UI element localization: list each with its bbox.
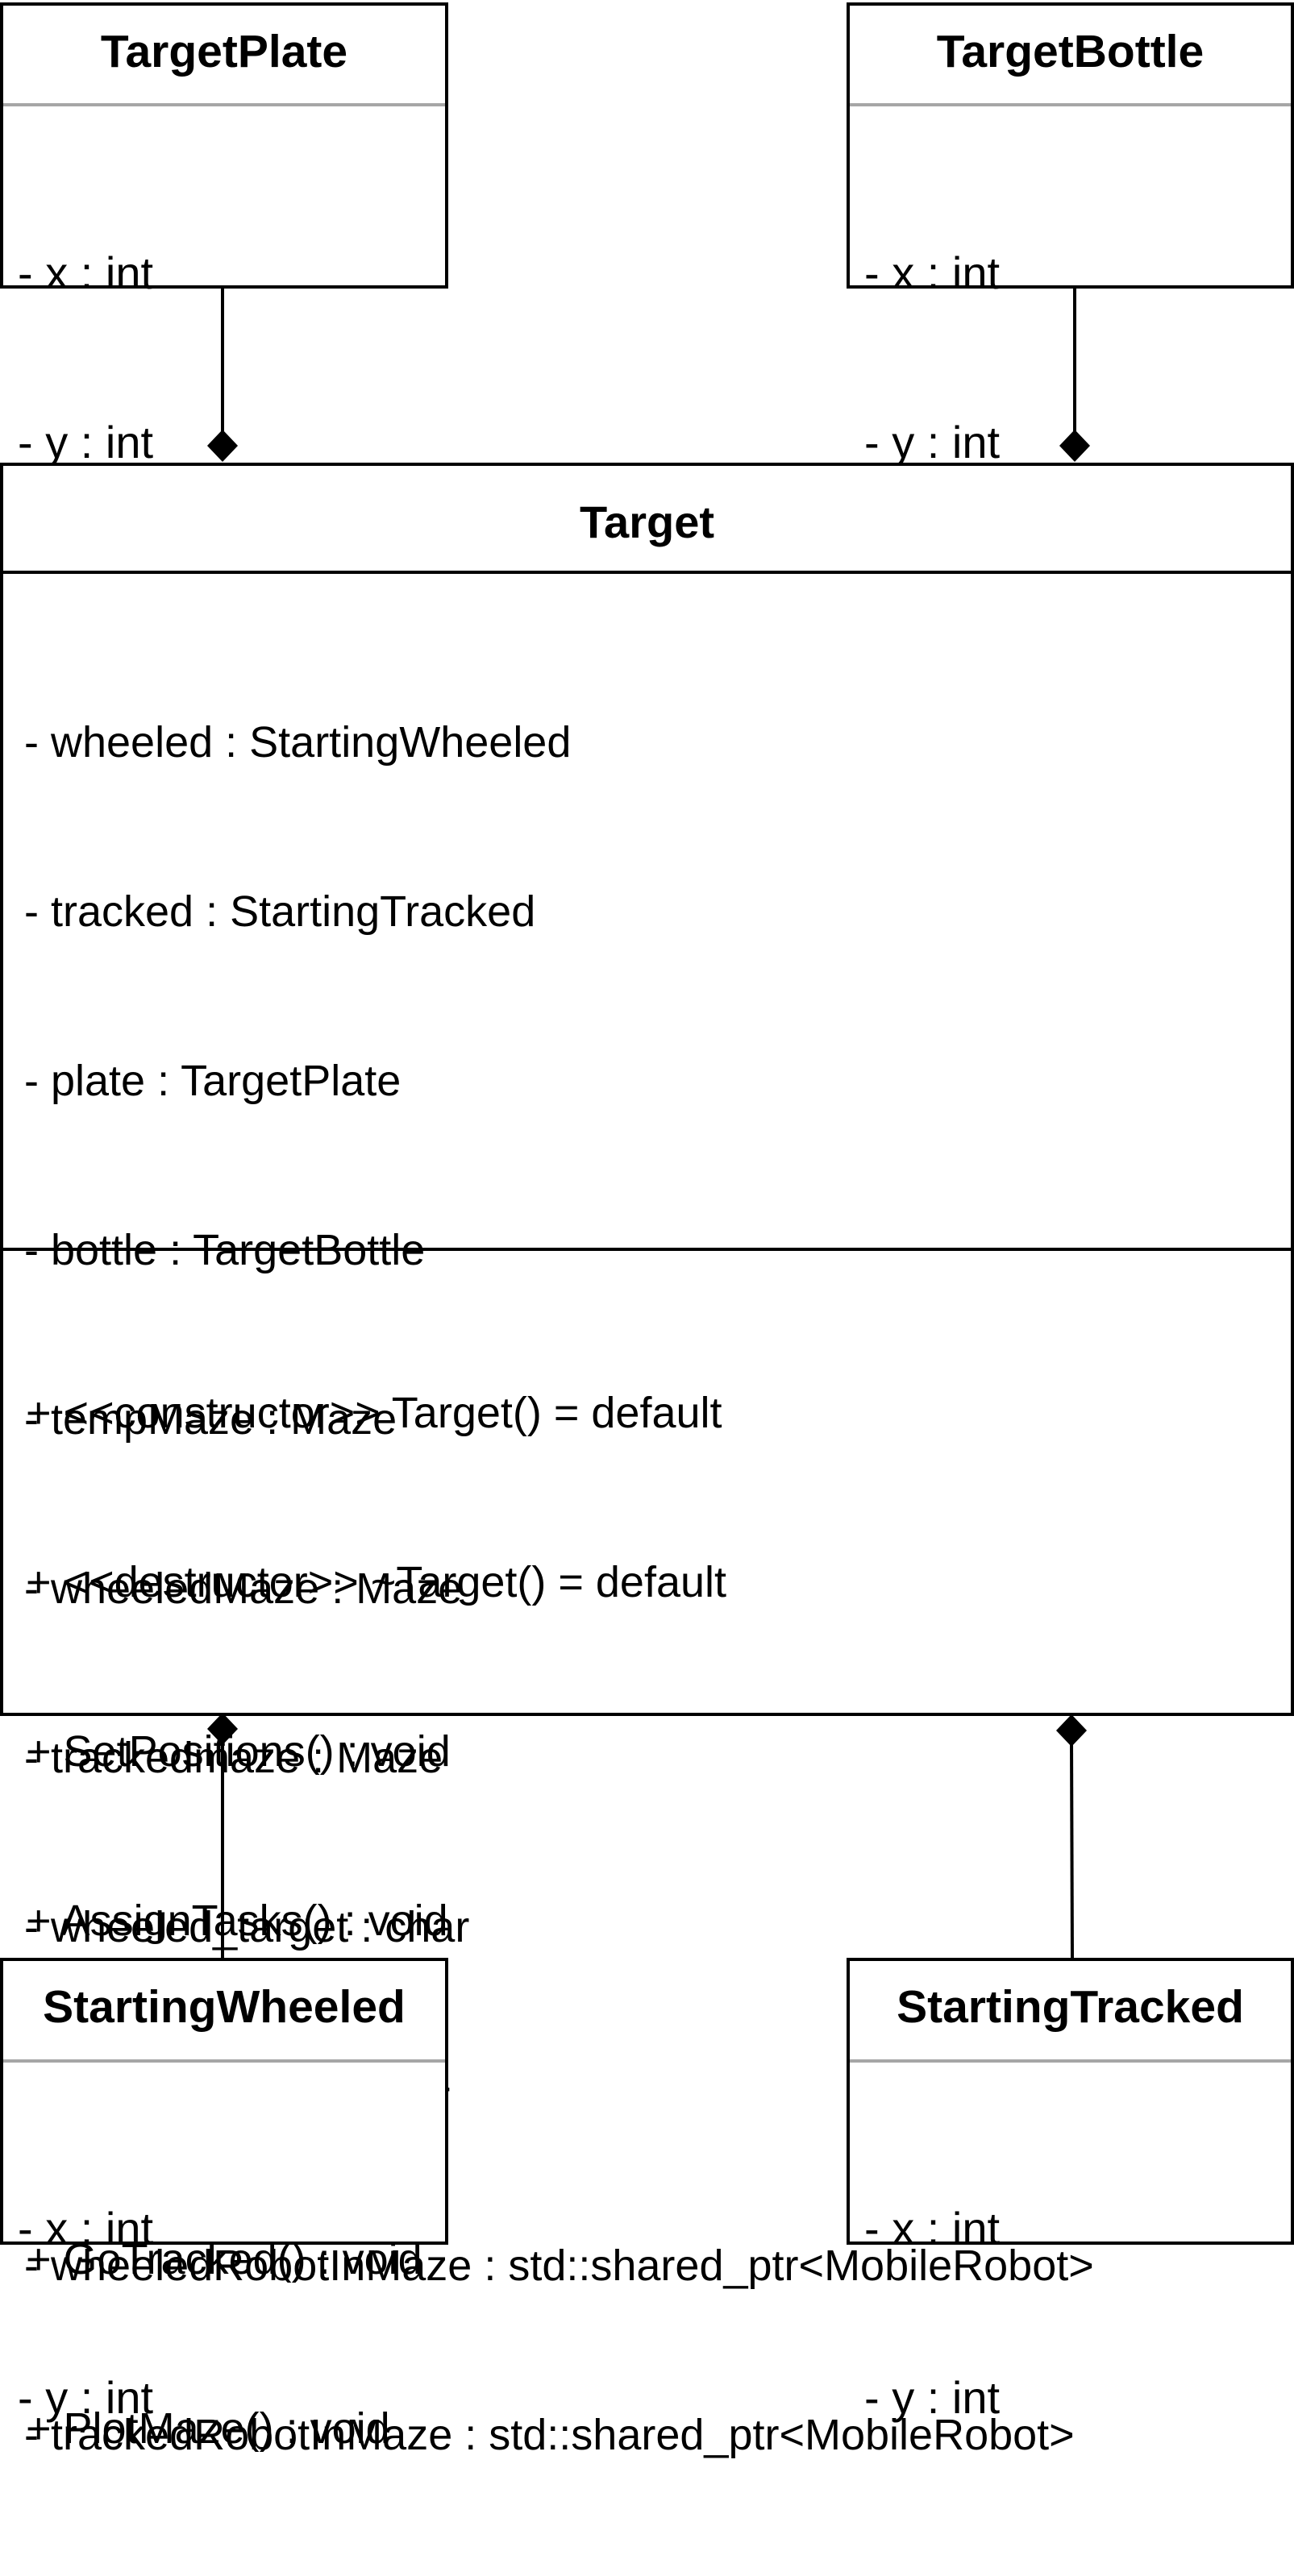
composition-diamond — [207, 430, 238, 462]
composition-targetplate — [207, 287, 238, 462]
attribute: - tempMaze : Maze — [24, 1395, 397, 1444]
attribute: - trackedmaze : Maze — [24, 1734, 443, 1782]
compartment-divider — [3, 103, 445, 106]
attribute: - y : int — [18, 417, 154, 467]
attribute: - y : int — [864, 417, 1001, 467]
class-target[interactable]: Target - wheeled : StartingWheeled - tra… — [0, 463, 1294, 2459]
composition-diamond — [1059, 430, 1090, 462]
attribute-list: - x : int - y : int — [864, 132, 1000, 584]
operation: + <<destructor>> ~Target() = default — [26, 1558, 727, 1606]
operation: + AssignTasks() : void — [26, 1897, 448, 1945]
class-name: TargetPlate — [100, 26, 348, 77]
attribute: - x : int — [18, 247, 154, 298]
attribute: - wheeled_target : char — [24, 1903, 470, 1951]
attribute: - wheeled : StartingWheeled — [24, 718, 572, 767]
class-target-bottle[interactable]: TargetBottle - x : int - y : int — [847, 2, 1294, 467]
class-starting-tracked[interactable]: StartingTracked - x : int - y : int — [847, 1958, 1294, 2423]
attribute: - x : int — [18, 2203, 154, 2254]
operation: + SetPositions() : void — [26, 1727, 451, 1776]
class-name: Target — [580, 497, 714, 547]
attribute-list: - x : int - y : int — [864, 2088, 1000, 2539]
class-starting-wheeled[interactable]: StartingWheeled - x : int - y : int — [0, 1958, 448, 2423]
compartment-divider — [3, 571, 1291, 574]
compartment-divider — [850, 103, 1291, 106]
composition-targetbottle — [1059, 287, 1090, 462]
operation: + <<constructor>> Target() = default — [26, 1389, 722, 1437]
attribute: - plate : TargetPlate — [24, 1057, 402, 1105]
attribute: - x : int — [864, 247, 1001, 298]
compartment-divider — [3, 1248, 1291, 1251]
attribute: - y : int — [864, 2372, 1001, 2423]
compartment-divider — [3, 2059, 445, 2063]
attribute: - tracked : StartingTracked — [24, 887, 536, 936]
class-name: StartingTracked — [897, 1981, 1244, 2033]
class-name: StartingWheeled — [43, 1981, 406, 2033]
attribute-list: - x : int - y : int — [18, 132, 153, 584]
class-name: TargetBottle — [936, 26, 1205, 77]
attribute: - wheeledMaze : Maze — [24, 1564, 463, 1613]
compartment-divider — [850, 2059, 1291, 2063]
class-target-plate[interactable]: TargetPlate - x : int - y : int — [0, 2, 448, 467]
attribute-list: - x : int - y : int — [18, 2088, 153, 2539]
attribute: - y : int — [18, 2372, 154, 2423]
attribute: - x : int — [864, 2203, 1001, 2254]
